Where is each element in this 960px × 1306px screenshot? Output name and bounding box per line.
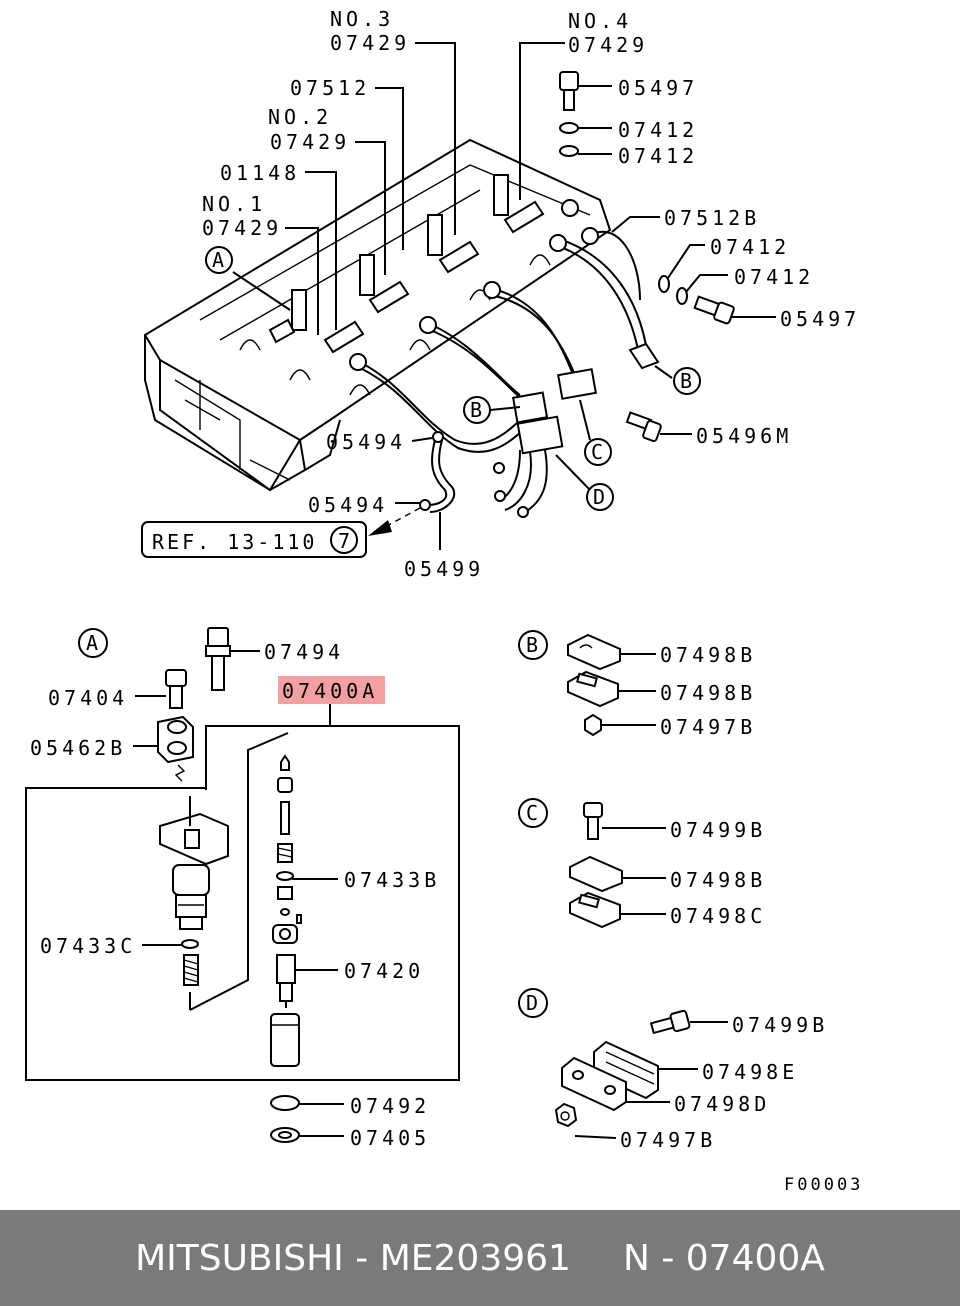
part-07498b-3: 07498B [670, 868, 766, 892]
part-05497-top: 05497 [618, 76, 698, 100]
ref-number: 7 [338, 529, 350, 553]
svg-text:D: D [526, 991, 538, 1015]
svg-text:D: D [593, 485, 605, 509]
section-b-parts [567, 633, 656, 737]
figure-code: F00003 [784, 1175, 863, 1195]
part-05496m: 05496M [696, 424, 792, 448]
callout-d-top: D [586, 483, 614, 511]
n-prefix: N [622, 1237, 650, 1279]
label-no3: NO.3 [330, 7, 394, 31]
label-no2: NO.2 [268, 105, 332, 129]
part-05494-b: 05494 [308, 493, 388, 517]
part-07433b: 07433B [344, 868, 440, 892]
section-d-parts [554, 1009, 728, 1139]
part-07498d: 07498D [674, 1092, 770, 1116]
section-c-callout: C [518, 798, 548, 828]
n-separator: - [661, 1237, 675, 1279]
section-c-parts [569, 802, 666, 929]
section-d-callout: D [518, 988, 548, 1018]
part-07405: 07405 [350, 1126, 430, 1150]
callout-b-top-left: B [463, 396, 491, 424]
callout-a-top: A [205, 246, 233, 274]
part-number: ME203961 [379, 1237, 571, 1279]
part-05497-right: 05497 [780, 307, 860, 331]
section-a-callout: A [78, 628, 108, 658]
part-07433c: 07433C [40, 934, 136, 958]
cylinder-head-drawing [144, 71, 735, 536]
footer-bar: MITSUBISHI - ME203961 N - 07400A [0, 1210, 960, 1306]
part-07412-d: 07412 [734, 265, 814, 289]
parts-diagram: NO.3 07429 NO.4 07429 07512 NO.2 07429 0… [25, 7, 863, 1195]
part-07512: 07512 [290, 76, 370, 100]
callout-c-top: C [584, 438, 612, 466]
svg-text:C: C [591, 440, 603, 464]
part-07492: 07492 [350, 1094, 430, 1118]
part-07429-no2: 07429 [270, 130, 350, 154]
part-07497b-2: 07497B [620, 1128, 716, 1152]
part-07429-no4: 07429 [568, 33, 648, 57]
part-07498b-1: 07498B [660, 643, 756, 667]
part-05494-a: 05494 [326, 430, 406, 454]
part-07404: 07404 [48, 686, 128, 710]
label-no1: NO.1 [202, 192, 266, 216]
part-07494: 07494 [264, 640, 344, 664]
top-leader-lines [232, 42, 776, 550]
part-05499: 05499 [404, 557, 484, 581]
n-code: 07400A [685, 1237, 825, 1279]
part-07497b-1: 07497B [660, 715, 756, 739]
section-b-callout: B [518, 630, 548, 660]
callout-b-top-right: B [673, 367, 701, 395]
part-07412-b: 07412 [618, 144, 698, 168]
part-07499b-2: 07499B [732, 1013, 828, 1037]
injector-assembly-drawing [25, 627, 460, 1143]
brand-separator: - [355, 1237, 369, 1279]
ref-box: REF. 13-110 7 [141, 521, 367, 558]
part-07420: 07420 [344, 959, 424, 983]
part-07412-a: 07412 [618, 118, 698, 142]
part-01148: 01148 [220, 161, 300, 185]
brand-name: MITSUBISHI [135, 1237, 344, 1279]
label-no4: NO.4 [568, 9, 632, 33]
highlight-box [278, 676, 385, 704]
ref-label: REF. 13-110 [152, 530, 317, 554]
svg-text:A: A [212, 248, 224, 272]
part-07412-c: 07412 [710, 235, 790, 259]
svg-text:B: B [526, 633, 538, 657]
part-07400a: 07400A [282, 679, 378, 703]
part-07429-no1: 07429 [202, 216, 282, 240]
part-07512b: 07512B [664, 206, 760, 230]
part-05462b: 05462B [30, 736, 126, 760]
svg-text:A: A [86, 631, 98, 655]
svg-text:B: B [680, 369, 692, 393]
part-07498b-2: 07498B [660, 681, 756, 705]
svg-text:C: C [526, 801, 538, 825]
section-a-leader-lines [133, 650, 344, 1137]
part-07429-no3: 07429 [330, 31, 410, 55]
part-07498e: 07498E [702, 1060, 798, 1084]
svg-text:B: B [470, 398, 482, 422]
part-07498c: 07498C [670, 904, 766, 928]
part-07499b-1: 07499B [670, 818, 766, 842]
